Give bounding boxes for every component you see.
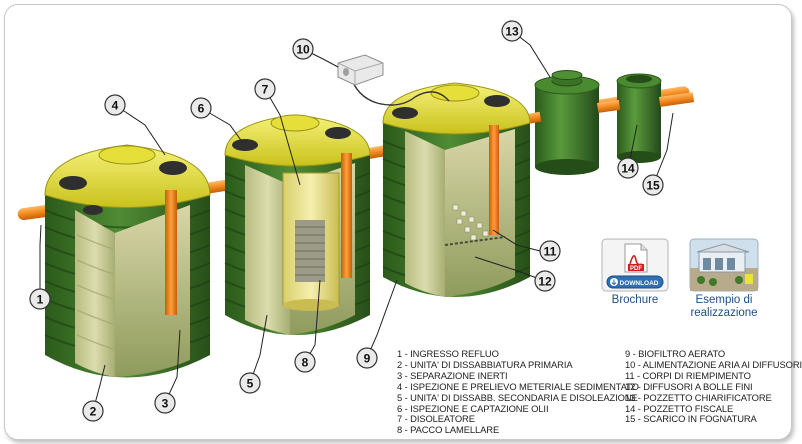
pdf-badge: PDF [630,266,642,272]
example-label[interactable]: Esempio di realizzazione [685,294,763,320]
example-label-line2: realizzazione [690,307,758,319]
callout-3-label: 3 [162,397,169,411]
callout-10: 10 [292,38,314,60]
callout-8: 8 [294,351,316,373]
callouts: 1 2 3 4 5 6 7 8 9 10 11 12 13 14 15 [29,20,664,422]
callout-3: 3 [154,392,176,414]
legend-item: 15 - Scarico in Fognatura [625,413,757,425]
callout-15: 15 [642,174,664,196]
callout-14-label: 14 [621,162,635,176]
tank-clarifier [534,70,600,175]
legend-item: 12 - Diffusori a Bolle Fini [625,380,753,392]
callout-9: 9 [356,347,378,369]
callout-1: 1 [29,288,51,310]
legend-item: 2 - Unita' di Dissabbiatura Primaria [397,358,573,370]
callout-15-label: 15 [646,179,660,193]
photo-thumbnail-icon [689,238,759,292]
legend-item: 13 - Pozzetto Chiarificatore [625,391,772,403]
callout-5: 5 [239,372,261,394]
download-badge: DOWNLOAD [620,280,659,287]
legend-item: 6 - Ispezione e Captazione Olii [397,402,549,414]
callout-2: 2 [82,400,104,422]
callout-9-label: 9 [364,352,371,366]
callout-12: 12 [534,270,556,292]
callout-12-label: 12 [538,275,552,289]
callout-1-label: 1 [37,293,44,307]
callout-8-label: 8 [302,356,309,370]
discharge-pipe [659,92,695,107]
callout-6: 6 [190,97,212,119]
tank-biofilter [382,82,531,297]
callout-2-label: 2 [90,405,97,419]
tank-fiscal-well [616,73,662,163]
callout-14: 14 [617,157,639,179]
callout-4-label: 4 [112,99,119,113]
callout-11-label: 11 [544,245,557,259]
brochure-label[interactable]: Brochure [611,294,659,306]
callout-13-label: 13 [505,25,519,39]
legend-item: 4 - Ispezione e Prelievo Meteriale Sedim… [397,380,639,392]
tank-secondary [224,114,371,335]
example-label-line1: Esempio di [695,294,753,306]
plant-diagram: 1 2 3 4 5 6 7 8 9 10 11 12 13 14 15 [17,20,695,422]
diagram-frame: 1 2 3 4 5 6 7 8 9 10 11 12 13 14 15 1 - … [4,4,802,440]
air-blower [337,54,450,106]
legend-item: 1 - Ingresso Refluo [397,348,499,359]
brochure-link[interactable]: PDF DOWNLOAD Brochure [601,238,669,308]
legend-left: 1 - Ingresso Refluo 2 - Unita' di Dissab… [397,348,639,436]
legend-item: 11 - Corpi di Riempimento [625,369,751,381]
pdf-download-icon: PDF DOWNLOAD [601,238,669,292]
legend-right: 9 - Biofiltro Aerato 10 - Alimentazione … [625,348,802,425]
legend-item: 7 - Disoleatore [397,413,475,425]
legend-item: 5 - Unita' di Dissabb. Secondaria e Diso… [397,391,638,403]
legend-item: 3 - Separazione Inerti [397,369,508,381]
callout-7-label: 7 [262,83,269,97]
tank-primary [44,144,211,378]
example-link[interactable]: Esempio di realizzazione [689,238,759,319]
callout-5-label: 5 [247,377,254,391]
callout-11: 11 [539,240,561,262]
callout-6-label: 6 [198,102,205,116]
legend-item: 8 - Pacco Lamellare [397,424,500,436]
callout-4: 4 [104,94,126,116]
callout-10-label: 10 [296,43,310,57]
callout-7: 7 [254,78,276,100]
legend-item: 10 - Alimentazione Aria ai Diffusori [625,358,802,370]
callout-13: 13 [501,20,523,42]
legend-item: 9 - Biofiltro Aerato [625,348,726,359]
legend-item: 14 - Pozzetto Fiscale [625,402,734,414]
